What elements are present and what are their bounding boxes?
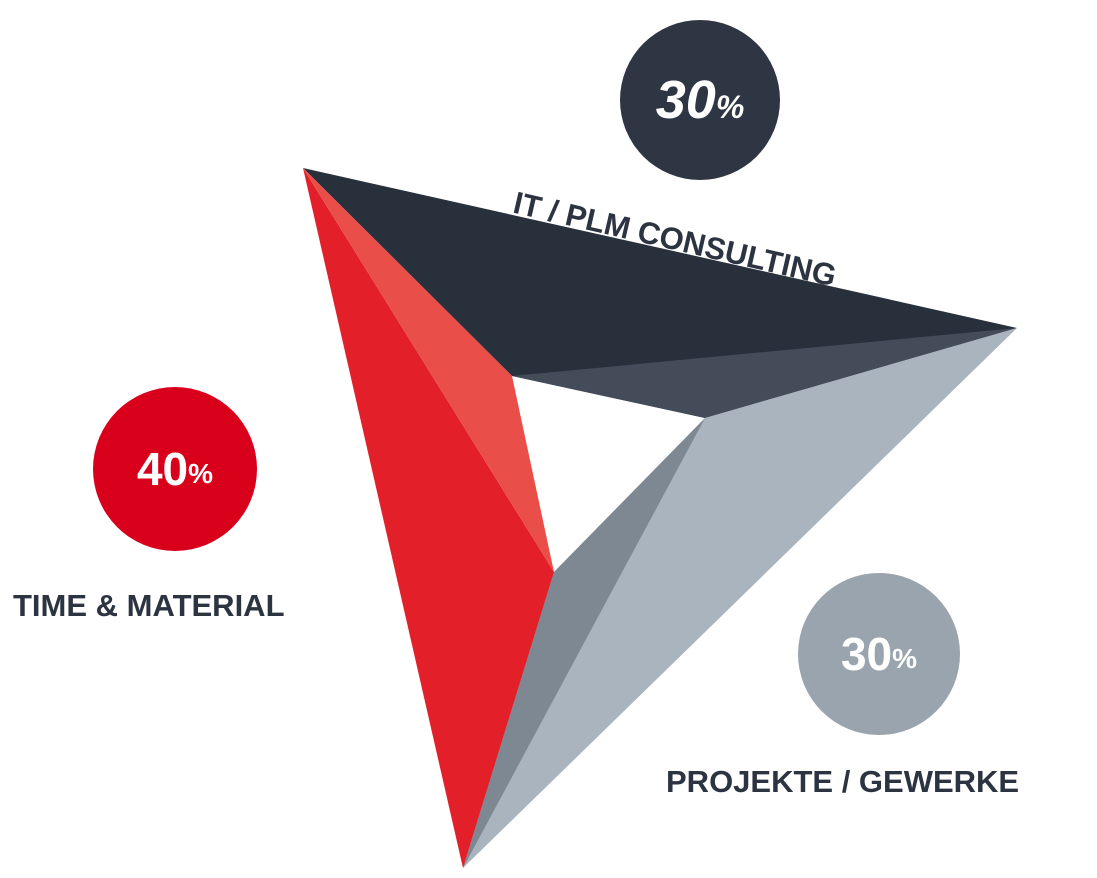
time-material-percentage-circle: 40%: [93, 387, 257, 551]
grey-facet-shade: [463, 418, 705, 868]
projekte-gewerke-label: PROJEKTE / GEWERKE: [666, 764, 1020, 799]
it-plm-percent-sign: %: [715, 89, 745, 125]
grey-facet-main: [463, 328, 1017, 868]
dark-facet-shade: [512, 328, 1017, 418]
red-facet-main: [303, 168, 554, 868]
red-facet-shade: [303, 168, 554, 572]
projekte-gewerke-percentage-circle: 30%: [798, 573, 960, 735]
time-material-percent-sign: %: [188, 458, 214, 489]
time-material-percentage-number: 40: [136, 443, 189, 495]
projekte-gewerke-percentage-number: 30: [840, 628, 893, 680]
projekte-gewerke-percent-sign: %: [892, 643, 918, 674]
it-plm-percentage-number: 30: [655, 70, 716, 130]
time-material-label: TIME & MATERIAL: [13, 588, 285, 623]
it-plm-percentage-circle: 30%: [620, 20, 780, 180]
